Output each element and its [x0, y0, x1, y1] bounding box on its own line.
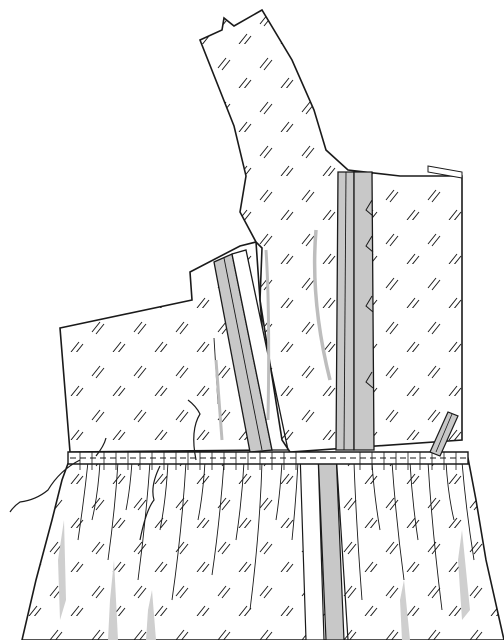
skirt-panel — [22, 458, 504, 640]
right-placket — [336, 172, 374, 450]
